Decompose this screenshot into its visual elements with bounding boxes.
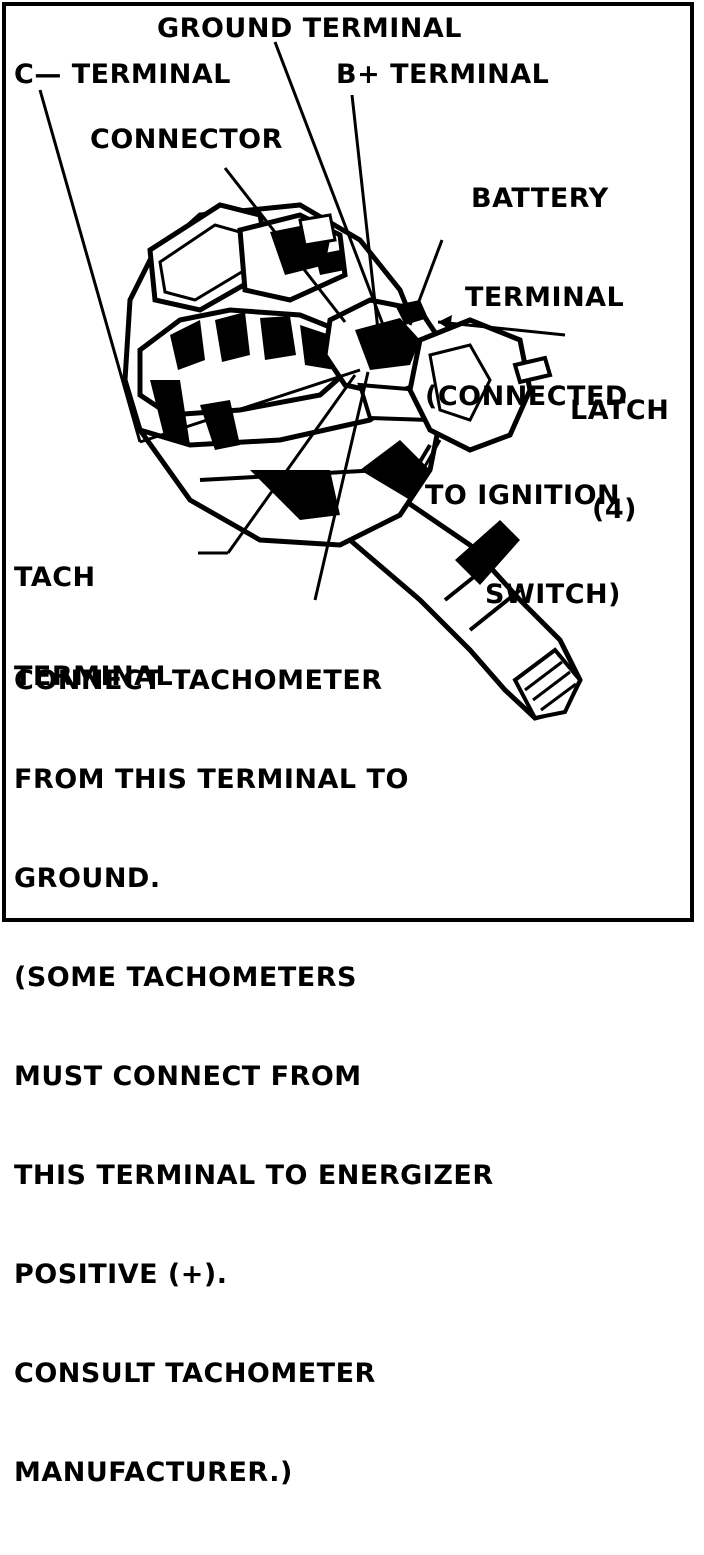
leader-connector xyxy=(223,167,347,323)
leader-latch xyxy=(437,320,566,337)
label-latch: LATCH (4) xyxy=(570,328,669,592)
label-connector: CONNECTOR xyxy=(90,124,283,155)
note-line-7: POSITIVE (+). xyxy=(14,1259,228,1290)
distributor-illustration xyxy=(38,41,583,721)
leader-ground xyxy=(273,41,387,331)
latch-line-1: LATCH xyxy=(570,395,670,426)
battery-line-5: SWITCH) xyxy=(485,579,621,610)
latch-line-2: (4) xyxy=(592,494,637,525)
tach-line-1: TACH xyxy=(14,562,96,593)
tach-line-2: TERMINAL xyxy=(14,661,174,692)
note-line-5: MUST CONNECT FROM xyxy=(14,1061,362,1092)
note-line-9: MANUFACTURER.) xyxy=(14,1457,293,1488)
note-line-6: THIS TERMINAL TO ENERGIZER xyxy=(14,1160,494,1191)
leader-lines xyxy=(38,41,566,601)
label-ground-terminal: GROUND TERMINAL xyxy=(157,13,463,44)
label-b-plus-terminal: B+ TERMINAL xyxy=(336,59,550,90)
note-line-3: GROUND. xyxy=(14,863,161,894)
note-line-1: CONNECT TACHOMETER xyxy=(14,665,383,696)
note-line-8: CONSULT TACHOMETER xyxy=(14,1358,376,1389)
leader-tach-rise xyxy=(226,374,357,554)
label-c-minus-terminal: C— TERMINAL xyxy=(14,59,231,90)
battery-line-2: TERMINAL xyxy=(465,282,625,313)
label-tach-terminal: TACH TERMINAL xyxy=(14,495,173,759)
leader-c-minus xyxy=(38,89,142,443)
leader-note xyxy=(313,371,370,601)
distributor-shaft xyxy=(347,465,583,721)
battery-line-4: TO IGNITION xyxy=(425,480,621,511)
leader-c-minus-branch xyxy=(139,368,361,444)
note-line-4: (SOME TACHOMETERS xyxy=(14,962,357,993)
diagram-canvas: GROUND TERMINAL C— TERMINAL B+ TERMINAL … xyxy=(2,2,694,1488)
diagram-border xyxy=(2,2,694,922)
latch-arrowhead xyxy=(438,315,452,330)
leader-battery xyxy=(408,239,444,326)
vacuum-advance xyxy=(407,317,553,476)
leader-b-plus xyxy=(350,94,380,331)
tachometer-note: CONNECT TACHOMETER FROM THIS TERMINAL TO… xyxy=(14,598,494,1555)
label-battery-terminal: BATTERY TERMINAL (CONNECTED TO IGNITION … xyxy=(425,116,628,677)
note-line-2: FROM THIS TERMINAL TO xyxy=(14,764,409,795)
battery-line-1: BATTERY xyxy=(471,183,609,214)
battery-line-3: (CONNECTED xyxy=(425,381,628,412)
